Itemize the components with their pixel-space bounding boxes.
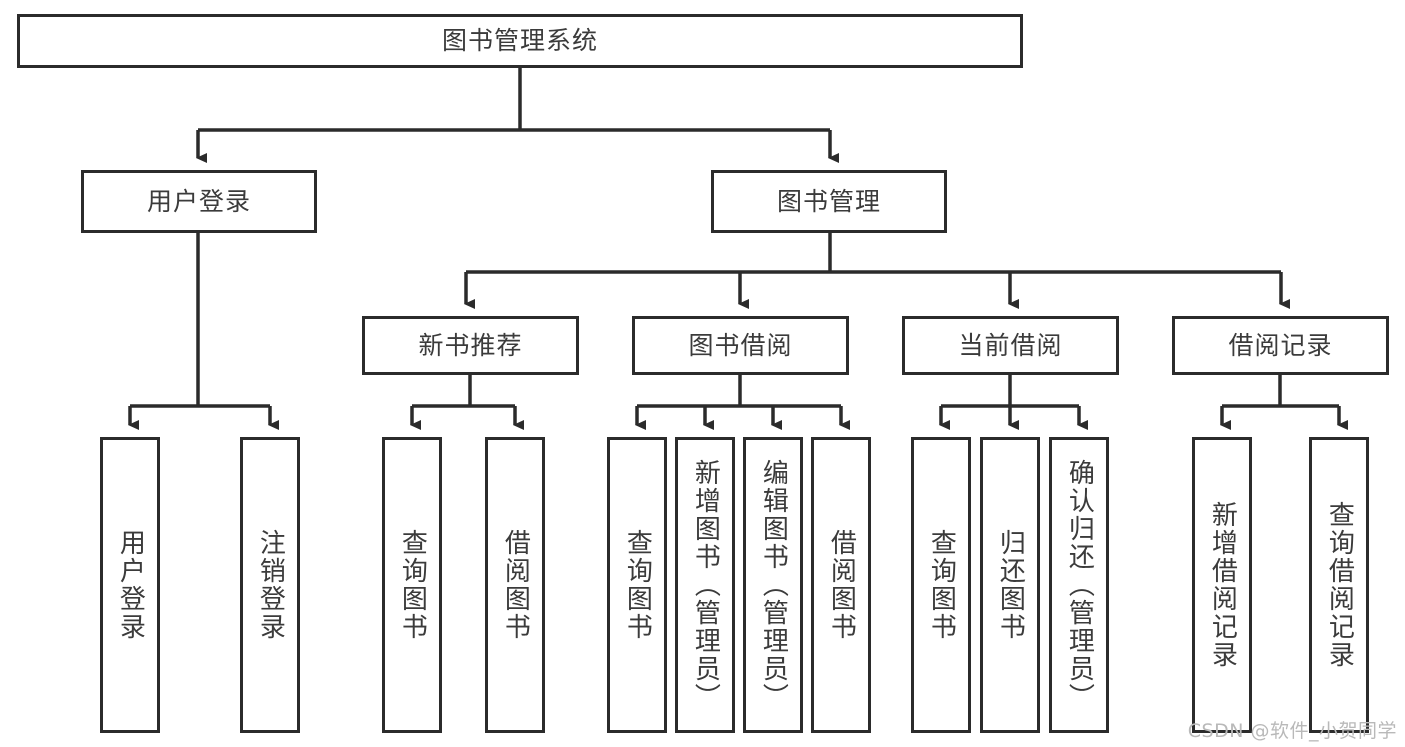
leaf-borrow-query-book[interactable]: 查询图书 <box>607 437 667 733</box>
node-label: 查询图书 <box>622 529 653 641</box>
node-label: 借阅图书 <box>826 529 857 641</box>
node-label: 确认归还（管理员） <box>1064 459 1095 711</box>
node-label: 用户登录 <box>115 529 146 641</box>
node-label: 注销登录 <box>255 529 286 641</box>
node-label: 查询图书 <box>397 529 428 641</box>
leaf-current-confirm-return-admin[interactable]: 确认归还（管理员） <box>1049 437 1109 733</box>
node-label: 图书借阅 <box>688 330 793 360</box>
leaf-borrow-borrow-book[interactable]: 借阅图书 <box>811 437 871 733</box>
node-label: 归还图书 <box>995 529 1026 641</box>
node-label: 查询借阅记录 <box>1324 501 1355 669</box>
node-label: 图书管理 <box>776 186 881 216</box>
node-label: 新增图书（管理员） <box>690 459 721 711</box>
node-label: 图书管理系统 <box>441 26 598 55</box>
leaf-current-query-book[interactable]: 查询图书 <box>911 437 971 733</box>
node-label: 当前借阅 <box>958 330 1063 360</box>
node-label: 用户登录 <box>146 186 251 216</box>
node-label: 借阅记录 <box>1228 330 1333 360</box>
node-borrow-record[interactable]: 借阅记录 <box>1172 316 1389 375</box>
node-label: 新增借阅记录 <box>1207 501 1238 669</box>
leaf-new-book-borrow[interactable]: 借阅图书 <box>485 437 545 733</box>
leaf-user-login-signin[interactable]: 用户登录 <box>100 437 160 733</box>
node-user-login[interactable]: 用户登录 <box>81 170 317 233</box>
leaf-current-return-book[interactable]: 归还图书 <box>980 437 1040 733</box>
leaf-record-query[interactable]: 查询借阅记录 <box>1309 437 1369 733</box>
node-label: 查询图书 <box>926 529 957 641</box>
node-book-borrow[interactable]: 图书借阅 <box>632 316 849 375</box>
watermark-text: CSDN @软件_小贺同学 <box>1187 720 1397 742</box>
node-current-borrow[interactable]: 当前借阅 <box>902 316 1119 375</box>
node-root-library-system[interactable]: 图书管理系统 <box>17 14 1023 68</box>
node-new-book-recommend[interactable]: 新书推荐 <box>362 316 579 375</box>
leaf-record-add[interactable]: 新增借阅记录 <box>1192 437 1252 733</box>
node-label: 编辑图书（管理员） <box>758 459 789 711</box>
leaf-borrow-edit-book-admin[interactable]: 编辑图书（管理员） <box>743 437 803 733</box>
leaf-user-login-signout[interactable]: 注销登录 <box>240 437 300 733</box>
node-label: 新书推荐 <box>418 330 523 360</box>
node-label: 借阅图书 <box>500 529 531 641</box>
node-book-management[interactable]: 图书管理 <box>711 170 947 233</box>
leaf-borrow-add-book-admin[interactable]: 新增图书（管理员） <box>675 437 735 733</box>
leaf-new-book-query[interactable]: 查询图书 <box>382 437 442 733</box>
